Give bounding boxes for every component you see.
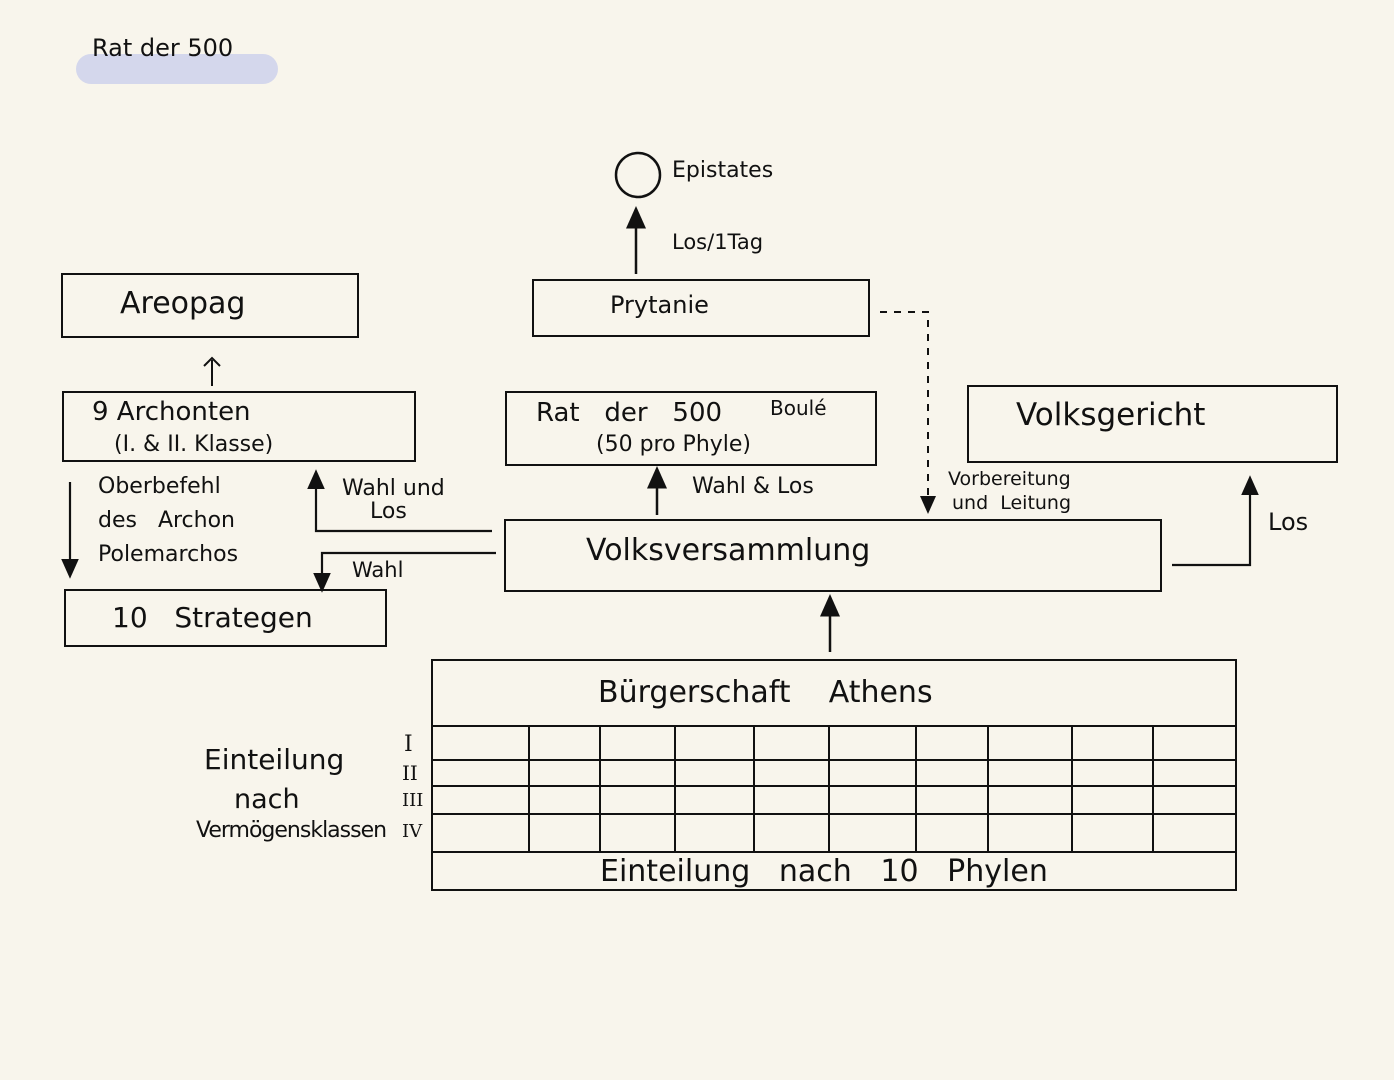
heading-highlight: [76, 54, 278, 84]
einteilung-line2: nach: [234, 784, 300, 815]
rat-label: Rat der 500: [536, 398, 723, 428]
los-label: Los: [1268, 508, 1309, 536]
volksversammlung-label: Volksversammlung: [586, 533, 871, 568]
arrow-vorbereitung: [880, 311, 936, 514]
volksgericht-box: [967, 385, 1338, 463]
class-label-4: IV: [402, 821, 423, 842]
arrow-wahl: [313, 551, 496, 593]
rat-phyle-label: (50 pro Phyle): [596, 432, 752, 457]
phylen-label: Einteilung nach 10 Phylen: [600, 854, 1048, 889]
vorbereitung-line1: Vorbereitung: [948, 468, 1071, 490]
einteilung-line3: Vermögensklassen: [196, 818, 387, 843]
oberbefehl-line3: Polemarchos: [98, 542, 239, 567]
einteilung-line1: Einteilung: [204, 743, 345, 776]
prytanie-label: Prytanie: [610, 291, 709, 319]
epistates-circle: [614, 151, 662, 199]
wahl-und-los-line2: Los: [370, 499, 407, 524]
vorbereitung-line2: und Leitung: [952, 492, 1072, 514]
class-label-1: I: [404, 732, 413, 757]
areopag-label: Areopag: [120, 286, 246, 321]
strategen-label: 10 Strategen: [112, 601, 313, 634]
class-label-3: III: [402, 790, 424, 811]
volksgericht-label: Volksgericht: [1016, 397, 1206, 433]
buergerschaft-label: Bürgerschaft Athens: [598, 675, 933, 710]
rat-box: [505, 391, 877, 466]
archonten-class-label: (I. & II. Klasse): [114, 432, 274, 457]
wahl-los-label: Wahl & Los: [692, 474, 814, 499]
prytanie-box: [532, 279, 870, 337]
strategen-box: [64, 589, 387, 647]
volksversammlung-box: [504, 519, 1162, 592]
los-tag-label: Los/1Tag: [672, 230, 764, 254]
oberbefehl-line1: Oberbefehl: [98, 474, 221, 499]
arrow-los: [1172, 475, 1259, 567]
boule-label: Boulé: [770, 396, 827, 420]
oberbefehl-line2: des Archon: [98, 508, 235, 533]
epistates-label: Epistates: [672, 158, 774, 183]
wahl-label: Wahl: [352, 558, 404, 582]
archonten-box: [62, 391, 416, 462]
archonten-label: 9 Archonten: [92, 397, 251, 427]
class-label-2: II: [402, 761, 418, 785]
arrow-wahl-und-los: [307, 469, 492, 533]
areopag-box: [61, 273, 359, 338]
citizen-grid: [431, 659, 1237, 891]
wahl-und-los-line1: Wahl und: [342, 476, 445, 501]
page-heading: Rat der 500: [92, 34, 234, 62]
